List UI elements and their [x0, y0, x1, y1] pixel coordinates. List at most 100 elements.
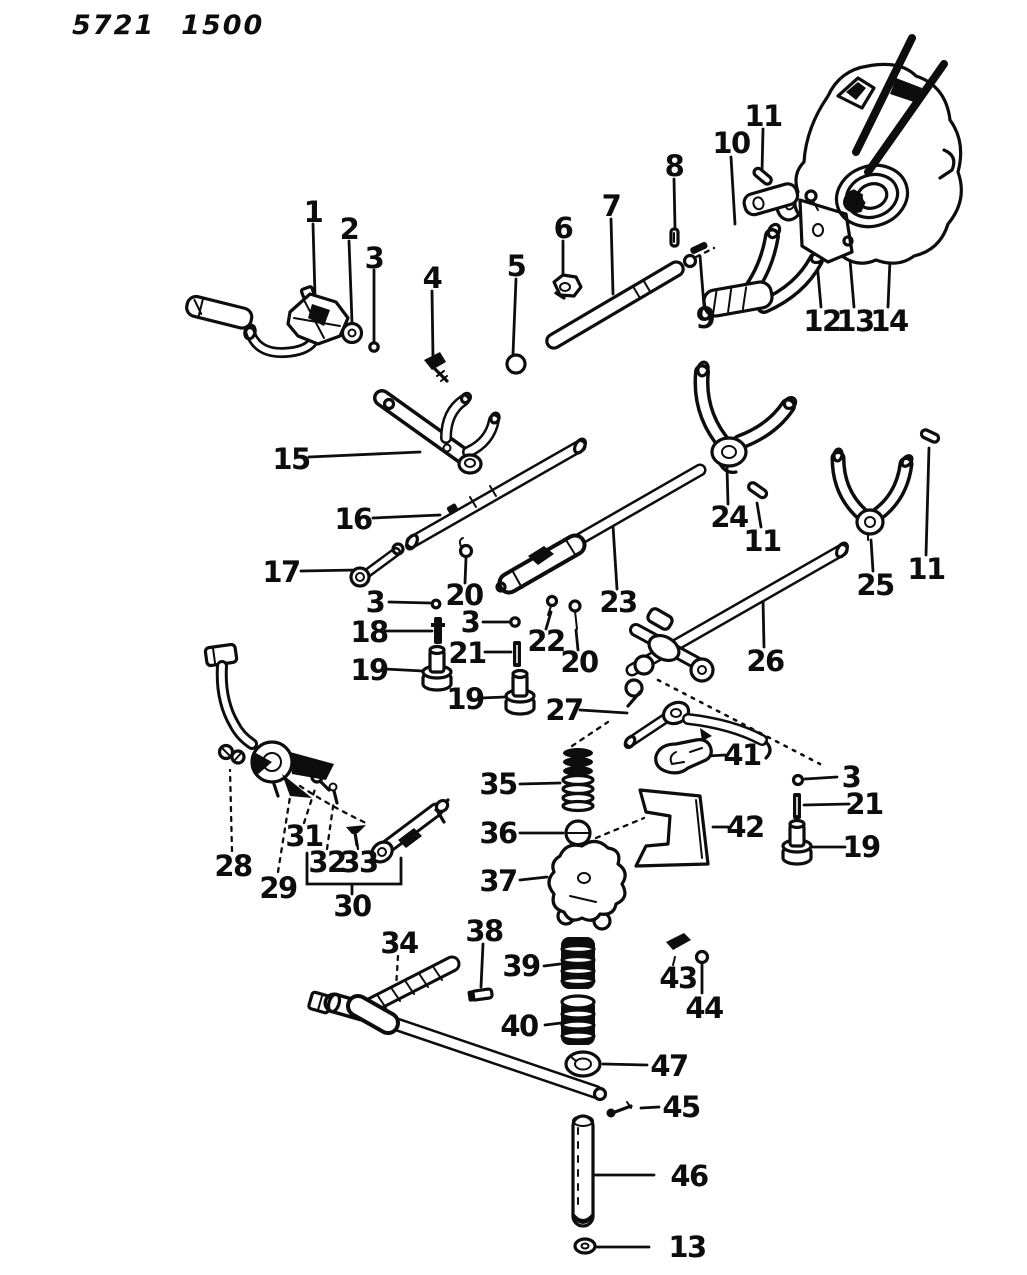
callout-2-1: 2 [340, 212, 359, 246]
part-22-tack-pin [545, 594, 559, 616]
callout-45-54: 45 [662, 1090, 700, 1124]
callout-20-23: 20 [560, 645, 598, 679]
part-32-pin [328, 782, 339, 805]
callout-33-45: 33 [340, 845, 377, 879]
part-10-shift-fork [702, 222, 827, 318]
callout-21-21: 21 [448, 636, 486, 670]
part-19-detent-bolt-a [421, 644, 453, 692]
callout-13-56: 13 [668, 1230, 705, 1264]
part-24-shift-fork [693, 360, 798, 474]
part-35-detent-spring [561, 748, 595, 813]
part-17-lock-bolt [349, 542, 405, 588]
callout-12-11: 12 [803, 304, 840, 338]
callout-10-8: 10 [712, 126, 750, 160]
part-44-ball [694, 949, 710, 965]
callout-24-25: 24 [710, 500, 748, 534]
part-46-rod [571, 1114, 595, 1228]
part-6-plug-nut [552, 273, 583, 300]
callout-13-12: 13 [836, 304, 873, 338]
callout-14-13: 14 [870, 304, 908, 338]
callout-20-18: 20 [445, 578, 483, 612]
part-9-pin [690, 241, 708, 254]
part-37-shift-gate [547, 839, 627, 931]
part-47-bushing [564, 1050, 602, 1078]
part-14-extension-housing [742, 34, 963, 265]
part-3-ball-d [791, 773, 805, 787]
callout-11-26: 11 [743, 524, 781, 558]
callout-37-40: 37 [479, 864, 516, 898]
part-1-shift-control-lever [185, 285, 350, 359]
callout-31-43: 31 [285, 819, 323, 853]
part-34-selector-shaft-assy [307, 955, 608, 1102]
part-41-fork-clip [654, 738, 713, 775]
callout-40-52: 40 [500, 1009, 538, 1043]
part-20-ball-b [568, 599, 582, 630]
part-11-pin-c [919, 428, 941, 444]
callout-44-51: 44 [685, 991, 723, 1025]
callout-25-27: 25 [856, 568, 894, 602]
callout-42-39: 42 [726, 810, 763, 844]
part-25-shift-fork [830, 447, 914, 541]
part-12-ball-pin [804, 189, 819, 211]
callout-19-30: 19 [350, 653, 388, 687]
part-21-spring-pin-b [793, 793, 801, 819]
callout-43-50: 43 [659, 961, 696, 995]
callout-39-49: 39 [502, 949, 540, 983]
callout-22-22: 22 [527, 624, 564, 658]
callout-17-16: 17 [262, 555, 299, 589]
part-29-control-shaft-assy [203, 642, 334, 798]
callout-35-37: 35 [479, 767, 517, 801]
callout-19-31: 19 [446, 682, 484, 716]
callout-30-46: 30 [333, 889, 371, 923]
callout-15-14: 15 [272, 442, 310, 476]
part-19-detent-bolt-b [504, 668, 536, 716]
callout-32-44: 32 [308, 845, 345, 879]
part-3-ball-a [368, 341, 380, 353]
part-15-shift-lever [373, 389, 501, 475]
part-33-tack-bolt [346, 825, 366, 847]
callout-6-5: 6 [554, 211, 573, 245]
callout-3-17: 3 [366, 585, 385, 619]
callout-18-19: 18 [350, 615, 388, 649]
part-30-shift-arm [370, 798, 450, 864]
part-28-nut [217, 743, 246, 765]
callout-3-2: 3 [365, 241, 384, 275]
part-43-pin [666, 933, 691, 950]
callout-21-35: 21 [845, 787, 883, 821]
part-16-shift-rail [404, 437, 588, 551]
part-3-ball-c [509, 616, 521, 628]
part-13-ring [573, 1237, 597, 1255]
part-8-spring-pin [669, 227, 680, 248]
callout-46-55: 46 [670, 1159, 708, 1193]
drawing-code: 5721 1500 [72, 10, 264, 41]
callout-27-32: 27 [545, 693, 582, 727]
part-20-ball-a [458, 537, 474, 559]
part-21-spring-pin-a [513, 641, 521, 667]
part-23-shift-rail [495, 463, 707, 595]
callout-38-48: 38 [465, 914, 503, 948]
drawing-code-left: 5721 [72, 10, 156, 41]
part-31-bolt [310, 770, 331, 792]
callout-4-3: 4 [423, 261, 442, 295]
callout-36-38: 36 [479, 816, 517, 850]
callout-11-28: 11 [907, 552, 945, 586]
part-2-washer-ring [340, 321, 364, 345]
callout-26-29: 26 [746, 644, 784, 678]
part-7-shift-rail [545, 253, 698, 350]
part-11-pin-b [747, 481, 769, 500]
part-45-pin [606, 1101, 633, 1118]
part-5-ball [505, 353, 527, 375]
callout-23-24: 23 [599, 585, 636, 619]
part-3-ball-b [430, 598, 442, 610]
callout-34-47: 34 [380, 926, 418, 960]
callout-3-34: 3 [842, 760, 861, 794]
callout-8-7: 8 [665, 149, 684, 183]
part-19-detent-bolt-c [781, 818, 813, 866]
callout-3-20: 3 [461, 605, 480, 639]
callout-16-15: 16 [334, 502, 372, 536]
callout-7-6: 7 [602, 189, 621, 223]
part-36-detent-ball [564, 819, 592, 847]
